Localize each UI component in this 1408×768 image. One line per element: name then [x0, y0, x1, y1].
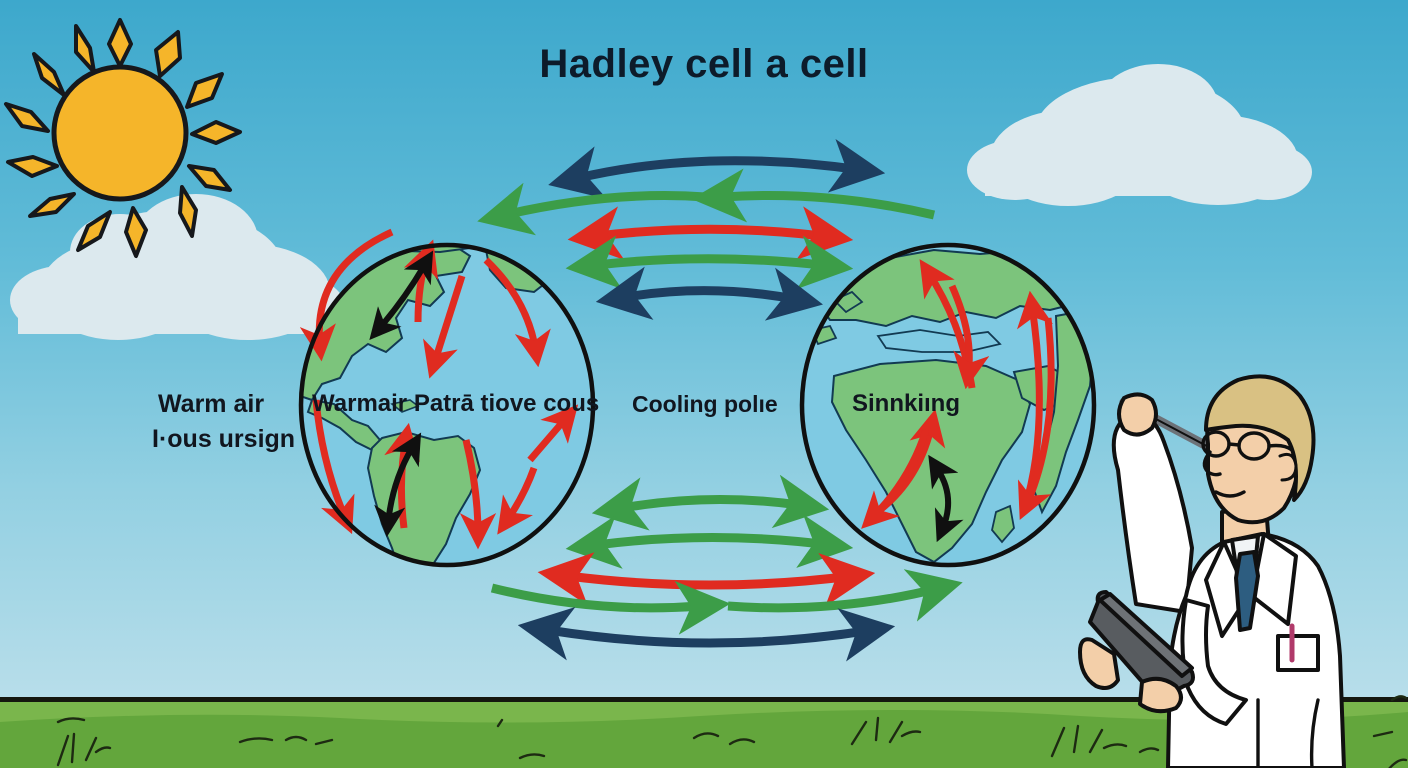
navy-arrow-lower-5 — [517, 607, 896, 662]
scientist-hand — [1117, 392, 1158, 437]
scientist-raised-arm — [1111, 412, 1194, 614]
green-arrow-upper-4 — [565, 235, 854, 290]
red-arrow-right-north-down — [948, 284, 990, 390]
clipboard-icon[interactable] — [1088, 590, 1195, 702]
red-arrow-left-mid-down — [423, 274, 466, 379]
navy-arrow-upper-5 — [595, 266, 823, 321]
page-title: Hadley cell a cell — [539, 42, 869, 86]
black-arrow-right-south — [928, 454, 964, 543]
label-sinking: Sinnkiıng — [852, 390, 960, 417]
green-arrow-upper-2a — [477, 182, 707, 236]
green-arrow-lower-2 — [565, 514, 854, 569]
globe-left-circulation-arrows — [299, 228, 579, 550]
scientist-tie — [1234, 550, 1260, 632]
globe-right-circulation-arrows — [861, 259, 1055, 543]
red-arrow-left-se-up — [527, 404, 579, 463]
label-rising: I·ous ursign — [152, 425, 296, 453]
label-cooling-pole: Cooling polıe — [632, 391, 778, 417]
label-warm-air-patra: Warmair Patrā tiove cous — [312, 390, 600, 417]
scientist-mouth — [1214, 490, 1246, 498]
globe-right-outline — [799, 242, 1097, 568]
red-arrow-left-ne-down — [483, 257, 551, 368]
scientist-ear — [1278, 452, 1298, 482]
red-arrow-left-se-down — [497, 466, 538, 535]
green-arrow-upper-2b — [691, 168, 936, 223]
label-warm-air: Warm air — [158, 390, 265, 418]
cloud-icon-right — [967, 64, 1312, 206]
eyeglasses-icon — [1201, 430, 1294, 461]
red-arrow-left-sw-down — [312, 399, 355, 535]
scientist-hair — [1204, 374, 1316, 502]
scientist-coat-seam — [1309, 698, 1320, 768]
sun-icon — [4, 18, 242, 258]
black-arrow-left-south — [374, 432, 422, 538]
scientist-nose — [1202, 450, 1222, 477]
red-arrow-right-east-down — [1017, 317, 1055, 521]
grass-field-shade — [0, 710, 1408, 768]
red-arrow-left-south-trail — [459, 439, 497, 550]
globe-left-outline — [298, 242, 596, 568]
red-arrow-upper-3 — [567, 206, 854, 261]
black-arrow-left-north — [369, 250, 434, 340]
scientist-coat-pocket — [1276, 634, 1320, 672]
red-arrow-right-sahara-down — [861, 428, 930, 529]
green-arrow-lower-1 — [591, 474, 830, 531]
navy-arrow-upper-1 — [548, 138, 886, 199]
grass-tuft-icon-group — [56, 695, 1408, 768]
scientist-hand-left — [1078, 637, 1120, 690]
scientist-hand-right — [1138, 676, 1183, 714]
horizon-line — [0, 697, 1408, 702]
